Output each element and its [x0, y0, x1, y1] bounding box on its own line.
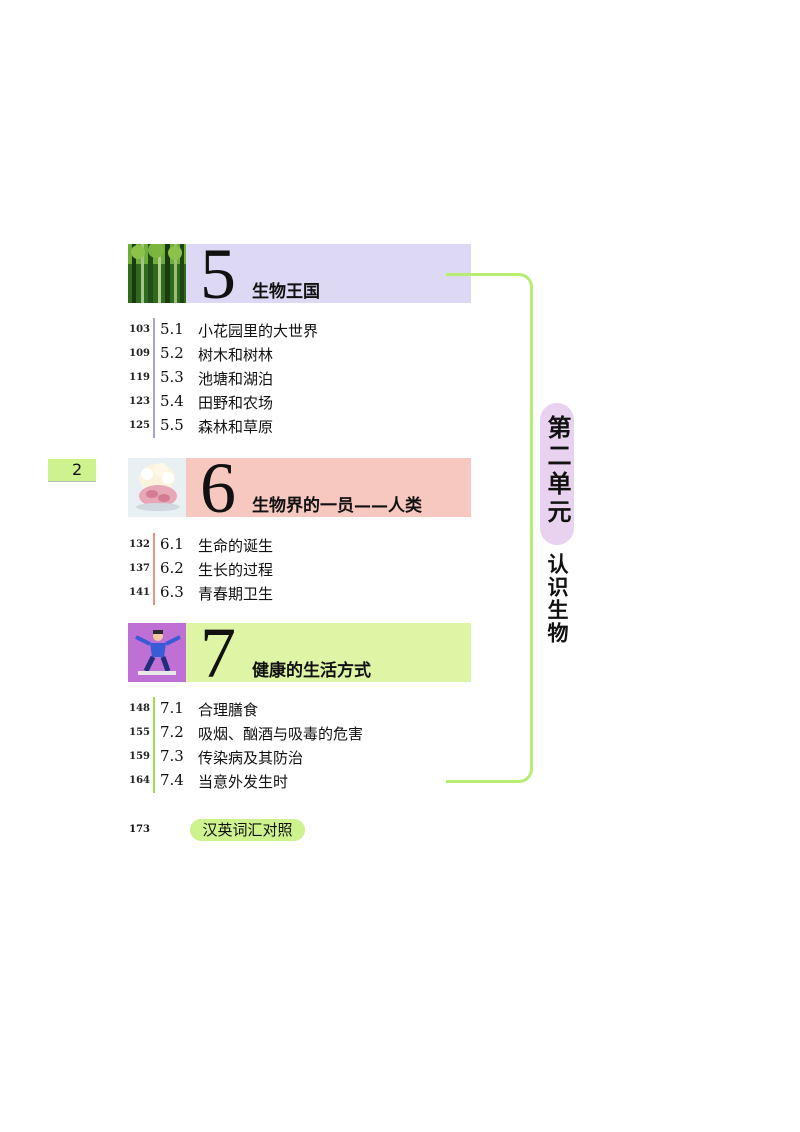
page-ref: 159: [129, 751, 150, 762]
chapter-6-number: 6: [200, 448, 236, 528]
section-number: 6.1: [160, 535, 184, 553]
section-number: 5.5: [160, 416, 184, 434]
toc-entry-7-2[interactable]: 155 7.2 吸烟、酗酒与吸毒的危害: [128, 721, 458, 745]
glossary-title: 汉英词汇对照: [202, 821, 293, 839]
toc-entry-6-2[interactable]: 137 6.2 生长的过程: [128, 557, 458, 581]
chapter-7-header[interactable]: 7 健康的生活方式: [128, 613, 471, 693]
section-title: 田野和农场: [198, 394, 274, 412]
chapter-5-title: 生物王国: [252, 282, 320, 302]
page-ref: 125: [129, 420, 150, 431]
toc-entry-5-3[interactable]: 119 5.3 池塘和湖泊: [128, 366, 458, 390]
toc-entry-7-4[interactable]: 164 7.4 当意外发生时: [128, 769, 458, 793]
section-bar: [153, 769, 155, 793]
toc-entry-5-2[interactable]: 109 5.2 树木和树林: [128, 342, 458, 366]
unit-subtitle-box: 认识生物: [540, 553, 574, 663]
chapter-5-band: 5 生物王国: [186, 234, 471, 314]
chapter-7-number: 7: [200, 613, 236, 693]
section-number: 5.3: [160, 368, 184, 386]
section-number: 7.3: [160, 747, 184, 765]
section-number: 7.1: [160, 699, 184, 717]
section-bar: [153, 581, 155, 605]
page-number-divider: [48, 481, 96, 482]
unit-bracket: [446, 273, 533, 783]
chapter-7-section-list: 148 7.1 合理膳食 155 7.2 吸烟、酗酒与吸毒的危害 159 7.3…: [128, 697, 458, 793]
chapter-7-band: 7 健康的生活方式: [186, 613, 471, 693]
toc-entry-5-4[interactable]: 123 5.4 田野和农场: [128, 390, 458, 414]
section-number: 7.2: [160, 723, 184, 741]
unit-subtitle: 认识生物: [545, 553, 569, 645]
chapter-5-section-list: 103 5.1 小花园里的大世界 109 5.2 树木和树林 119 5.3 池…: [128, 318, 458, 438]
section-title: 生长的过程: [198, 561, 274, 579]
section-bar: [153, 697, 155, 721]
page-ref: 132: [129, 539, 150, 550]
section-title: 生命的诞生: [198, 537, 274, 555]
section-bar: [153, 557, 155, 581]
section-title: 池塘和湖泊: [198, 370, 274, 388]
page-ref: 155: [129, 727, 150, 738]
unit-title-pill: 第二单元: [540, 403, 574, 545]
section-bar: [153, 721, 155, 745]
glossary-page-ref: 173: [129, 824, 150, 835]
toc-entry-7-3[interactable]: 159 7.3 传染病及其防治: [128, 745, 458, 769]
page-ref: 148: [129, 703, 150, 714]
skier-thumbnail-image: [128, 623, 186, 682]
page-number: 2: [72, 460, 83, 479]
page-ref: 109: [129, 348, 150, 359]
page-ref: 137: [129, 563, 150, 574]
chapter-6-band: 6 生物界的一员——人类: [186, 448, 471, 528]
page-number-tab: 2: [48, 459, 96, 481]
chapter-6-section-list: 132 6.1 生命的诞生 137 6.2 生长的过程 141 6.3 青春期卫…: [128, 533, 458, 605]
glossary-link[interactable]: 汉英词汇对照: [190, 819, 305, 841]
chapter-6-header[interactable]: 6 生物界的一员——人类: [128, 448, 471, 528]
section-bar: [153, 390, 155, 414]
toc-entry-6-1[interactable]: 132 6.1 生命的诞生: [128, 533, 458, 557]
forest-thumbnail-image: [128, 244, 186, 303]
unit-title: 第二单元: [543, 415, 572, 527]
toc-entry-6-3[interactable]: 141 6.3 青春期卫生: [128, 581, 458, 605]
page-ref: 103: [129, 324, 150, 335]
page-ref: 164: [129, 775, 150, 786]
embryo-thumbnail-image: [128, 458, 186, 517]
section-number: 5.4: [160, 392, 184, 410]
section-number: 6.2: [160, 559, 184, 577]
section-title: 青春期卫生: [198, 585, 274, 603]
page-ref: 141: [129, 587, 150, 598]
section-title: 树木和树林: [198, 346, 274, 364]
section-bar: [153, 318, 155, 342]
section-bar: [153, 414, 155, 438]
page-ref: 119: [129, 372, 150, 383]
toc-entry-5-1[interactable]: 103 5.1 小花园里的大世界: [128, 318, 458, 342]
section-title: 吸烟、酗酒与吸毒的危害: [198, 725, 364, 743]
section-number: 7.4: [160, 771, 184, 789]
chapter-6-title: 生物界的一员——人类: [252, 496, 422, 516]
section-number: 5.2: [160, 344, 184, 362]
section-title: 传染病及其防治: [198, 749, 304, 767]
section-number: 5.1: [160, 320, 184, 338]
section-number: 6.3: [160, 583, 184, 601]
section-bar: [153, 533, 155, 557]
toc-entry-5-5[interactable]: 125 5.5 森林和草原: [128, 414, 458, 438]
section-bar: [153, 745, 155, 769]
section-title: 小花园里的大世界: [198, 322, 319, 340]
section-title: 森林和草原: [198, 418, 274, 436]
chapter-5-number: 5: [200, 234, 236, 314]
page-ref: 123: [129, 396, 150, 407]
section-title: 合理膳食: [198, 701, 259, 719]
section-title: 当意外发生时: [198, 773, 289, 791]
chapter-5-header[interactable]: 5 生物王国: [128, 234, 471, 314]
toc-entry-7-1[interactable]: 148 7.1 合理膳食: [128, 697, 458, 721]
section-bar: [153, 366, 155, 390]
chapter-7-title: 健康的生活方式: [252, 661, 371, 681]
section-bar: [153, 342, 155, 366]
